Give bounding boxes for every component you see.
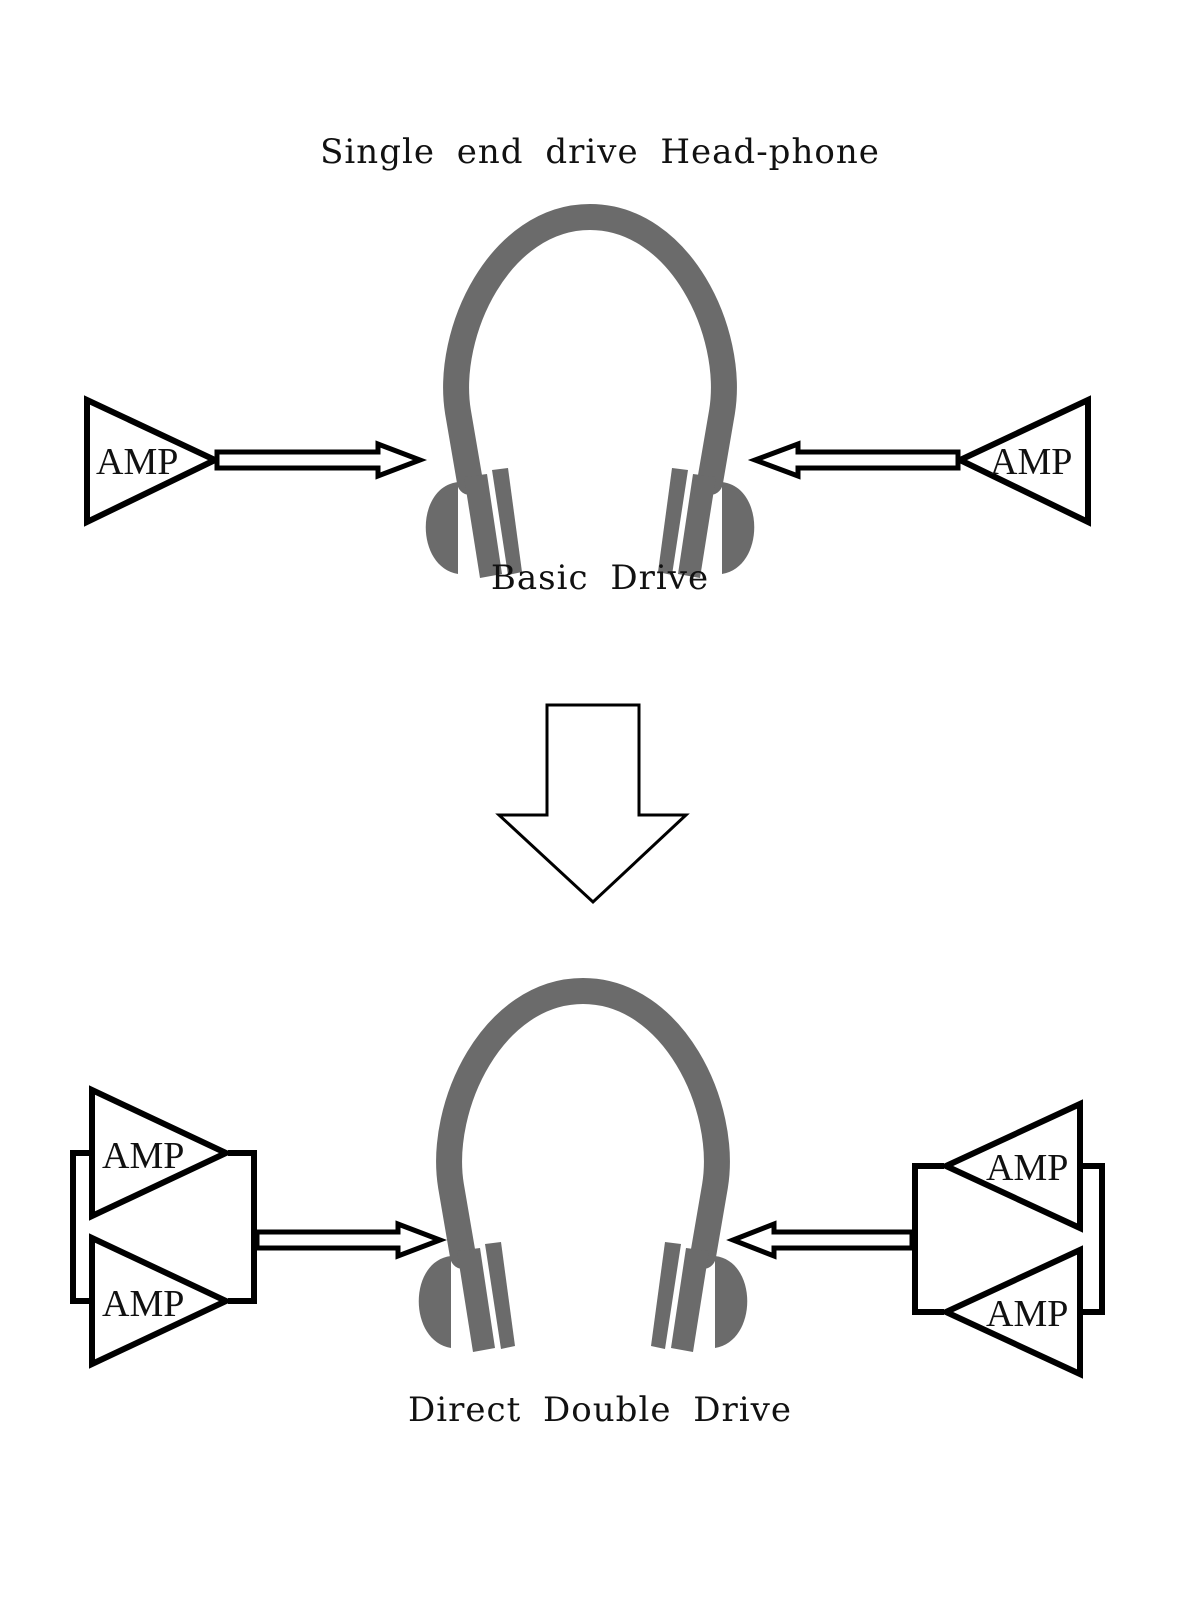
double-right-amps: AMP AMP: [912, 1099, 1105, 1379]
double-left-amps: AMP AMP: [70, 1085, 257, 1369]
input-wire: [1080, 1163, 1105, 1315]
output-wire: [228, 1150, 257, 1304]
signal-arrow-icon: [726, 1220, 915, 1260]
double-drive-caption: Direct Double Drive: [408, 1390, 792, 1430]
signal-arrow-icon: [254, 1220, 448, 1260]
amp-label: AMP: [102, 1283, 184, 1325]
amp-triangle-icon: [953, 395, 1091, 527]
signal-arrow-icon: [747, 440, 961, 480]
input-wire: [70, 1150, 92, 1304]
basic-drive-group: AMP AMP: [84, 217, 1091, 578]
basic-drive-caption: Basic Drive: [490, 558, 710, 598]
amp-label: AMP: [990, 441, 1072, 483]
headphone-icon: [419, 991, 748, 1352]
signal-arrow-icon: [214, 440, 428, 480]
basic-right-amp: AMP: [953, 395, 1091, 527]
amp-label: AMP: [102, 1135, 184, 1177]
diagram-title: Single end drive Head-phone: [320, 132, 880, 172]
headphone-icon: [426, 217, 755, 578]
amp-triangle-icon: [84, 395, 222, 527]
down-arrow-icon: [495, 703, 690, 905]
output-wire: [912, 1163, 944, 1315]
double-drive-group: AMP AMP AMP AMP: [70, 991, 1105, 1379]
amp-label: AMP: [96, 441, 178, 483]
amp-label: AMP: [986, 1147, 1068, 1189]
basic-left-amp: AMP: [84, 395, 222, 527]
amp-label: AMP: [986, 1293, 1068, 1335]
